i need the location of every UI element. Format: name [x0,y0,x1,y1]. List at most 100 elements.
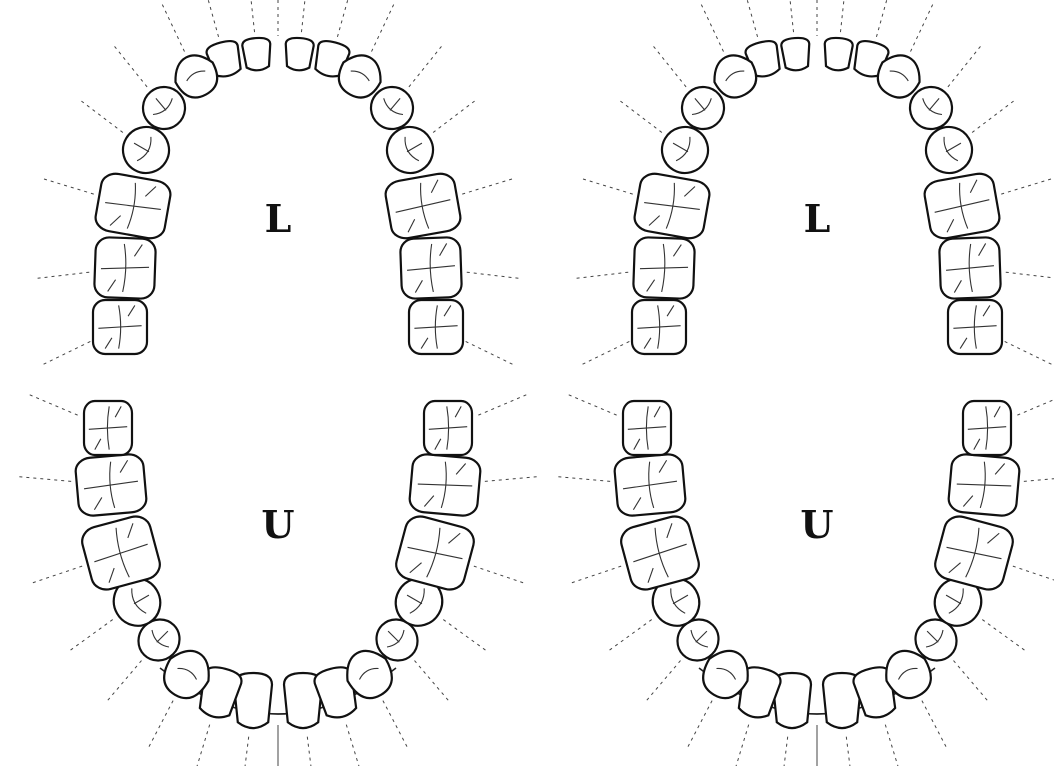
upper-guide-line-left-1 [242,737,249,766]
lower-tooth-right-6 [922,171,1001,240]
lower-arch [35,0,522,366]
upper-tooth-right-6 [393,513,477,593]
upper-tooth-right-8 [963,401,1011,455]
upper-guide-line-left-4 [645,661,681,703]
upper-guide-line-right-7 [1024,477,1054,482]
upper-guide-line-left-5 [607,620,652,652]
upper-guide-line-left-8 [566,394,617,415]
upper-guide-line-right-2 [346,725,362,766]
upper-guide-line-right-4 [953,661,989,703]
lower-tooth-right-8 [409,300,463,354]
lower-guide-line-left-5 [79,99,123,132]
lower-guide-line-left-3 [161,2,184,52]
right-dental-panel: L U [555,0,1054,766]
lower-tooth-left-1 [781,37,811,71]
lower-guide-line-right-6 [1001,178,1054,194]
lower-guide-line-left-7 [35,272,90,278]
lower-guide-line-left-6 [580,178,633,194]
lower-guide-line-right-1 [840,0,846,32]
upper-guide-line-right-7 [485,477,540,482]
lower-tooth-left-6 [632,171,711,240]
upper-guide-line-right-6 [1013,566,1054,584]
lower-guide-line-right-2 [337,0,352,37]
upper-guide-line-left-6 [30,566,82,584]
upper-arch-label: U [261,502,294,547]
upper-guide-line-right-4 [414,661,450,703]
lower-guide-line-left-1 [788,0,794,32]
lower-guide-line-left-2 [743,0,758,37]
upper-guide-line-left-1 [781,737,788,766]
upper-guide-line-left-6 [569,566,621,584]
lower-guide-line-right-1 [301,0,307,32]
left-dental-panel: L U [16,0,539,766]
upper-tooth-right-6 [932,513,1016,593]
lower-guide-line-right-4 [409,44,443,87]
upper-guide-line-right-1 [307,737,314,766]
lower-tooth-left-6 [93,171,172,240]
lower-guide-line-left-3 [700,2,723,52]
upper-guide-line-right-1 [846,737,853,766]
lower-guide-line-right-7 [1006,272,1054,278]
lower-tooth-left-7 [633,237,695,299]
lower-guide-line-right-5 [972,99,1016,132]
lower-guide-line-left-8 [580,341,629,365]
upper-guide-line-left-2 [733,725,749,766]
lower-guide-line-right-4 [948,44,982,87]
upper-tooth-right-8 [424,401,472,455]
upper-guide-line-left-5 [68,620,113,652]
lower-guide-line-right-6 [462,178,515,194]
lower-arch [574,0,1054,366]
upper-tooth-left-7 [75,453,148,517]
upper-guide-line-right-5 [443,620,488,652]
upper-tooth-left-8 [623,401,671,455]
upper-guide-line-left-7 [555,477,610,482]
lower-arch-label: L [265,196,292,241]
upper-tooth-right-7 [409,453,482,517]
upper-guide-line-left-8 [27,394,78,415]
lower-tooth-right-6 [383,171,462,240]
lower-guide-line-left-5 [618,99,662,132]
lower-tooth-right-7 [939,237,1001,299]
lower-guide-line-right-3 [372,2,395,52]
lower-guide-line-left-8 [41,341,90,365]
upper-guide-line-left-2 [194,725,210,766]
lower-guide-line-right-5 [433,99,477,132]
lower-guide-line-left-4 [113,44,147,87]
lower-guide-line-right-7 [467,272,522,278]
lower-tooth-left-8 [93,300,147,354]
lower-tooth-left-8 [632,300,686,354]
upper-arch [555,394,1054,766]
lower-tooth-left-1 [242,37,272,71]
lower-guide-line-left-7 [574,272,629,278]
lower-tooth-right-1 [284,37,314,71]
upper-guide-line-left-7 [16,477,71,482]
upper-guide-line-left-4 [106,661,142,703]
lower-guide-line-right-2 [876,0,891,37]
lower-arch-label: L [804,196,831,241]
lower-tooth-right-7 [400,237,462,299]
upper-tooth-left-6 [79,513,163,593]
upper-tooth-right-7 [948,453,1021,517]
upper-tooth-left-7 [614,453,687,517]
lower-guide-line-right-8 [1005,341,1054,365]
lower-guide-line-left-6 [41,178,94,194]
upper-guide-line-right-3 [383,701,408,750]
lower-tooth-right-1 [823,37,853,71]
lower-tooth-right-8 [948,300,1002,354]
upper-guide-line-right-3 [922,701,947,750]
upper-guide-line-right-8 [1017,394,1054,415]
lower-guide-line-right-3 [911,2,934,52]
upper-guide-line-right-5 [982,620,1027,652]
upper-tooth-left-8 [84,401,132,455]
lower-tooth-left-7 [94,237,156,299]
upper-guide-line-right-6 [474,566,526,584]
upper-guide-line-right-8 [478,394,529,415]
upper-guide-line-left-3 [148,701,173,750]
lower-guide-line-left-1 [249,0,255,32]
lower-guide-line-right-8 [466,341,515,365]
lower-guide-line-left-4 [652,44,686,87]
upper-guide-line-left-3 [687,701,712,750]
upper-guide-line-right-2 [885,725,901,766]
upper-tooth-left-6 [618,513,702,593]
